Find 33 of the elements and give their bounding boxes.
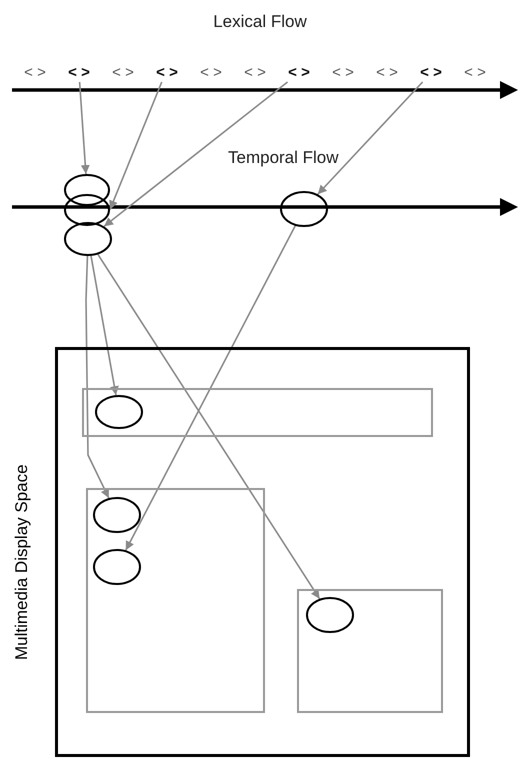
angle-bracket-token: < >: [20, 64, 50, 82]
angle-bracket-token: < >: [64, 64, 94, 82]
media-object-ellipse: [95, 395, 143, 429]
arrow: [97, 254, 320, 600]
angle-bracket-token: < >: [196, 64, 226, 82]
arrow: [317, 81, 424, 195]
media-object-ellipse: [306, 597, 354, 633]
angle-bracket-token: < >: [108, 64, 138, 82]
media-object-ellipse: [93, 497, 141, 533]
arrow: [109, 82, 162, 210]
display-region: [297, 589, 443, 713]
arrow: [104, 81, 288, 227]
display-region: [86, 488, 265, 713]
arrow: [125, 225, 296, 551]
media-object-ellipse: [64, 222, 112, 256]
angle-bracket-token: < >: [152, 64, 182, 82]
axis-label: Temporal Flow: [228, 148, 339, 168]
diagram-title: Lexical Flow: [212, 12, 308, 32]
arrow: [85, 256, 110, 498]
angle-bracket-token: < >: [416, 64, 446, 82]
display-region: [82, 388, 433, 437]
angle-bracket-token: < >: [460, 64, 490, 82]
frame-label: Multimedia Display Space: [12, 464, 32, 660]
angle-bracket-token: < >: [372, 64, 402, 82]
arrow: [90, 256, 119, 396]
arrow: [78, 82, 90, 174]
media-object-ellipse: [64, 194, 110, 226]
angle-bracket-token: < >: [328, 64, 358, 82]
angle-bracket-token: < >: [284, 64, 314, 82]
angle-bracket-token: < >: [240, 64, 270, 82]
media-object-ellipse: [64, 174, 110, 206]
media-object-ellipse: [280, 191, 328, 227]
media-object-ellipse: [93, 549, 141, 585]
